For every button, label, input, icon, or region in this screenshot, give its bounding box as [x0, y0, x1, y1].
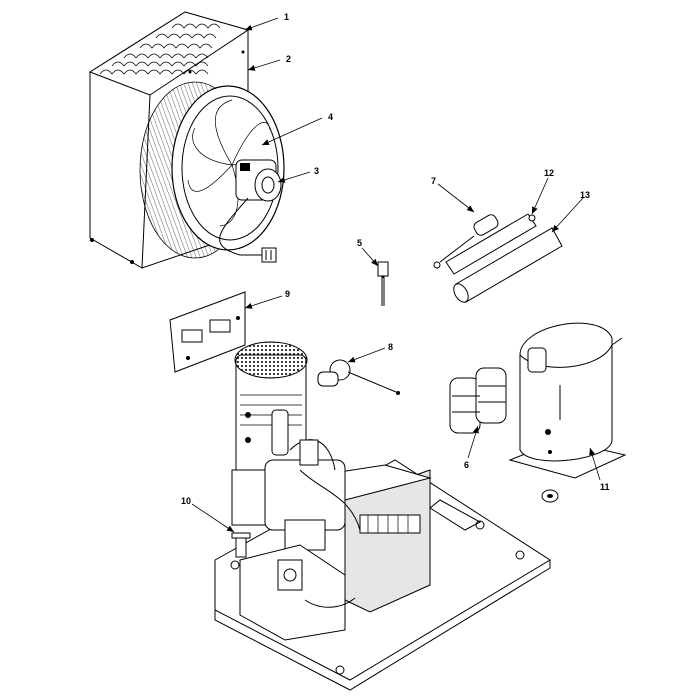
insulated-tube — [445, 213, 537, 275]
callout-3: 3 — [314, 166, 319, 176]
leader-8 — [347, 347, 386, 363]
callout-9: 9 — [285, 289, 290, 299]
thermostat-sensor — [317, 359, 400, 395]
callout-7: 7 — [431, 176, 436, 186]
leader-9 — [244, 295, 283, 309]
fan-guard-ring — [171, 85, 285, 251]
callout-5: 5 — [357, 238, 362, 248]
callout-2: 2 — [286, 54, 291, 64]
compressor — [508, 322, 627, 503]
leader-11 — [589, 447, 601, 481]
leader-1 — [244, 17, 279, 31]
leader-10 — [191, 503, 235, 533]
valve-fitting — [231, 532, 251, 558]
fan-motor — [219, 159, 282, 263]
callout-1: 1 — [284, 12, 289, 22]
insulation-sleeve — [453, 227, 563, 303]
leader-7 — [437, 183, 475, 213]
pump-head — [264, 439, 361, 551]
mounting-bracket — [169, 291, 246, 373]
leader-6 — [467, 425, 479, 459]
leader-12 — [531, 177, 549, 215]
callout-labels: 1 2 3 4 5 6 7 8 9 10 11 12 13 — [181, 12, 610, 506]
callout-10: 10 — [181, 496, 191, 506]
lower-housing — [239, 544, 356, 641]
leader-5 — [361, 247, 379, 267]
callout-8: 8 — [388, 342, 393, 352]
leader-2 — [247, 59, 281, 71]
pump-motor — [231, 341, 308, 526]
filter-drier — [433, 214, 499, 269]
callout-6: 6 — [464, 460, 469, 470]
pressure-switch — [377, 261, 389, 306]
callout-11: 11 — [600, 482, 610, 492]
callout-4: 4 — [328, 112, 333, 122]
callout-12: 12 — [544, 168, 554, 178]
leader-13 — [551, 197, 584, 233]
leader-3 — [277, 171, 311, 183]
callout-13: 13 — [580, 190, 590, 200]
leader-lines — [191, 17, 601, 533]
leader-4 — [261, 117, 323, 146]
mounting-clips — [449, 367, 507, 434]
